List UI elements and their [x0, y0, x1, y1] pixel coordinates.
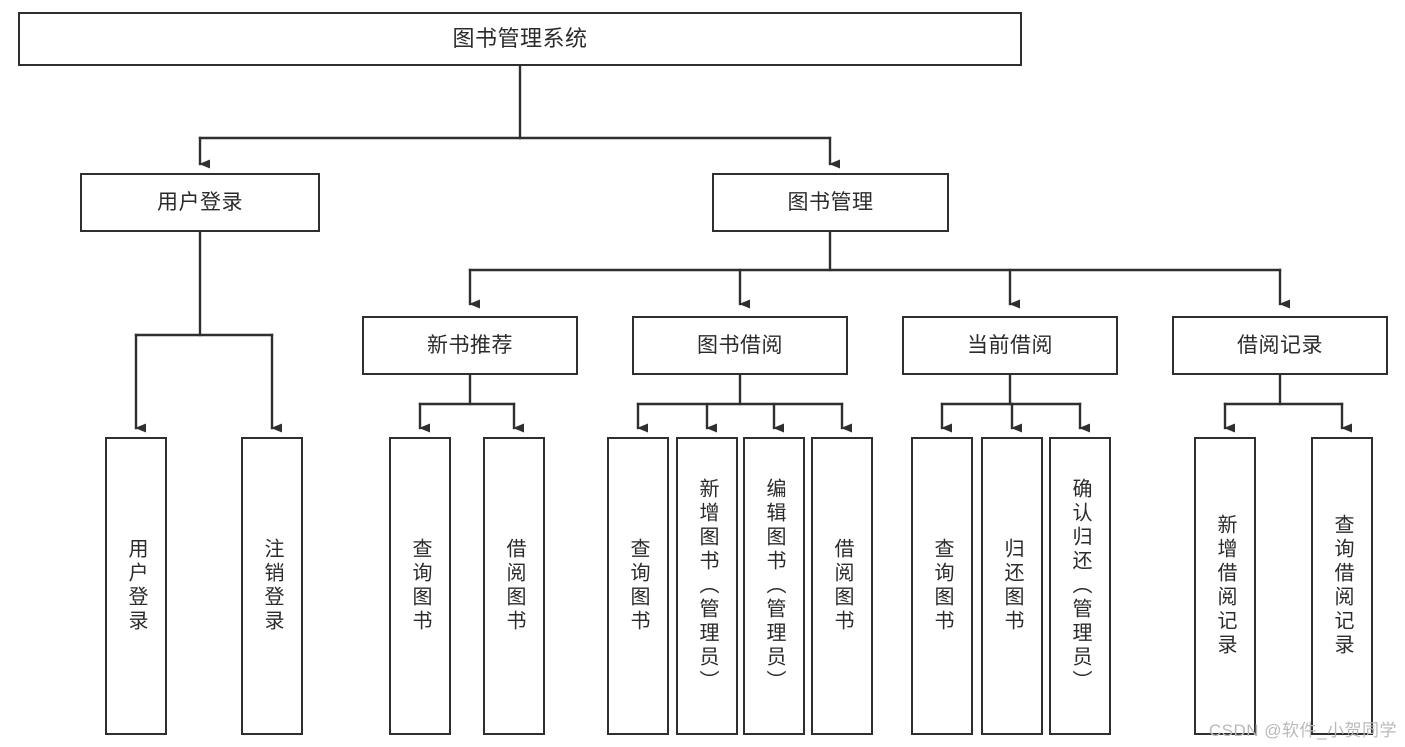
node-leaf-add-borrow-record[interactable]: 新增借阅记录 — [1194, 437, 1256, 735]
node-leaf-confirm-return-admin[interactable]: 确认归还（管理员） — [1049, 437, 1111, 735]
node-leaf-query-books-borrowing[interactable]: 查询图书 — [607, 437, 669, 735]
node-leaf-query-books-newbook[interactable]: 查询图书 — [389, 437, 451, 735]
node-leaf-borrow-books-newbook[interactable]: 借阅图书 — [483, 437, 545, 735]
node-leaf-user-login[interactable]: 用户登录 — [105, 437, 167, 735]
node-label: 新书推荐 — [427, 333, 513, 357]
node-label: 图书管理系统 — [452, 25, 588, 51]
node-leaf-edit-book-admin[interactable]: 编辑图书（管理员） — [743, 437, 805, 735]
node-label: 图书管理 — [787, 190, 874, 214]
node-book-management[interactable]: 图书管理 — [712, 173, 949, 232]
node-label: 新增借阅记录 — [1214, 514, 1236, 658]
node-label: 归还图书 — [1001, 538, 1023, 634]
node-label: 注销登录 — [261, 538, 283, 634]
node-current-borrowing[interactable]: 当前借阅 — [902, 316, 1118, 375]
node-root-book-management-system[interactable]: 图书管理系统 — [18, 12, 1022, 66]
node-label: 用户登录 — [157, 190, 243, 214]
node-label: 新增图书（管理员） — [696, 478, 718, 694]
node-label: 确认归还（管理员） — [1069, 478, 1091, 694]
node-leaf-borrow-books-borrowing[interactable]: 借阅图书 — [811, 437, 873, 735]
node-leaf-add-book-admin[interactable]: 新增图书（管理员） — [676, 437, 738, 735]
node-label: 图书借阅 — [697, 333, 783, 357]
node-label: 查询图书 — [409, 538, 431, 634]
node-borrow-records[interactable]: 借阅记录 — [1172, 316, 1388, 375]
node-label: 当前借阅 — [967, 333, 1053, 357]
node-user-login[interactable]: 用户登录 — [80, 173, 320, 232]
node-label: 查询借阅记录 — [1331, 514, 1353, 658]
csdn-watermark: CSDN @软件_小贺同学 — [1208, 721, 1397, 740]
node-leaf-query-books-current[interactable]: 查询图书 — [911, 437, 973, 735]
node-new-book-recommendation[interactable]: 新书推荐 — [362, 316, 578, 375]
node-label: 查询图书 — [931, 538, 953, 634]
node-label: 借阅图书 — [831, 538, 853, 634]
node-leaf-logout[interactable]: 注销登录 — [241, 437, 303, 735]
node-label: 借阅图书 — [503, 538, 525, 634]
node-label: 查询图书 — [627, 538, 649, 634]
node-label: 借阅记录 — [1237, 333, 1323, 357]
node-book-borrowing[interactable]: 图书借阅 — [632, 316, 848, 375]
node-label: 编辑图书（管理员） — [763, 478, 785, 694]
node-leaf-return-books[interactable]: 归还图书 — [981, 437, 1043, 735]
node-leaf-query-borrow-record[interactable]: 查询借阅记录 — [1311, 437, 1373, 735]
node-label: 用户登录 — [125, 538, 147, 634]
